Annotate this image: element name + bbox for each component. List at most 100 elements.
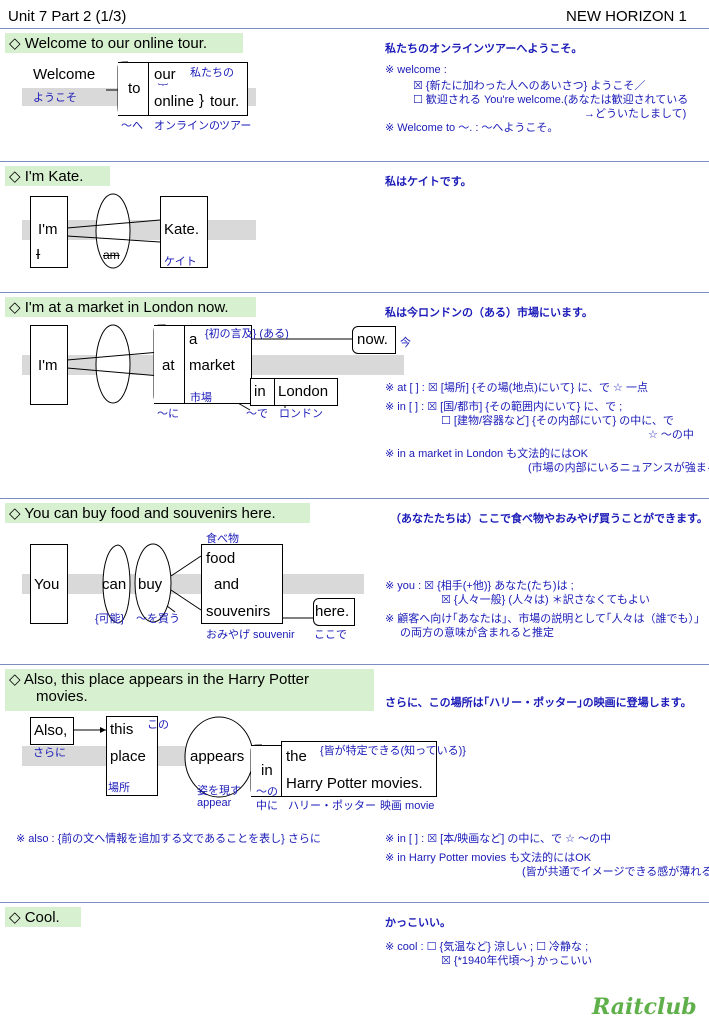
word-am-struck: am: [103, 248, 120, 262]
word-food: food: [206, 550, 236, 567]
translation: さらに、この場所は｢ハリー・ポッター｣の映画に登場します。: [385, 697, 692, 709]
translation: （あなたたちは）ここで食べ物やおみやげ買うことができます。: [390, 513, 708, 525]
object-box: [281, 741, 437, 797]
section-title: ◇ Welcome to our online tour.: [5, 33, 243, 53]
section-title: ◇ I'm at a market in London now.: [5, 297, 256, 317]
divider: [0, 498, 709, 499]
gloss-london: ロンドン: [279, 408, 323, 420]
gloss-kau: 〜を買う: [136, 613, 180, 625]
word-now: now.: [357, 331, 388, 348]
gloss-kate: ケイト: [164, 256, 197, 268]
word-appears: appears: [190, 748, 245, 765]
header-right: NEW HORIZON 1: [566, 8, 687, 25]
gloss-sarani: さらに: [33, 747, 66, 759]
word-place: place: [110, 748, 146, 765]
note-line: (市場の内部にいるニュアンスが強まる): [528, 462, 709, 474]
divider: [0, 664, 709, 665]
gloss-nakani: 中に: [256, 800, 278, 812]
section-title: ◇ I'm Kate.: [5, 166, 110, 186]
gloss-kanou: {可能}: [95, 613, 125, 625]
object-box: [201, 544, 283, 624]
word-movies: Harry Potter movies.: [286, 775, 423, 792]
subject-box: [30, 325, 68, 405]
gloss-kono: この: [147, 719, 169, 731]
gloss-arawasu: 姿を現す: [197, 785, 241, 797]
note-line: ※ in a market in London も文法的にはOK: [385, 448, 589, 460]
note-line: →どういたしまして): [584, 108, 687, 120]
gloss-online: オンラインの: [154, 120, 220, 132]
subject-box: [30, 544, 68, 624]
word-i-struck: I: [36, 246, 41, 263]
gloss-eiga: 映画 movie: [380, 800, 435, 812]
note-line: ☒ {人々一般} (人々は) ＊訳さなくてもよい: [441, 594, 650, 606]
note-line: (皆が共通でイメージできる感が薄れる): [522, 866, 709, 878]
gloss-appear: appear: [197, 797, 232, 809]
word-here: here.: [315, 603, 350, 620]
section-title-cont: movies.: [36, 688, 88, 705]
gloss-tabemono: 食べ物: [206, 533, 239, 545]
word-this: this: [110, 721, 134, 738]
note-line: の両方の意味が含まれると推定: [400, 627, 554, 639]
word-can: can: [102, 576, 127, 593]
word-welcome: Welcome: [33, 66, 96, 83]
gloss-omiyage: おみやげ souvenir: [206, 629, 295, 641]
note-line: ☒ {新たに加わった人へのあいさつ} ようこそ／: [413, 80, 646, 92]
word-also: Also,: [34, 722, 68, 739]
gloss-watashitachi: 私たちの: [190, 67, 234, 79]
note-line: ☐ 歓迎される You're welcome.(あなたは歓迎されている: [413, 94, 689, 106]
section-title: ◇ Cool.: [5, 907, 81, 927]
note-line: ※ cool : ☐ {気温など} 涼しい ; ☐ 冷静な ;: [385, 941, 589, 953]
word-buy: buy: [138, 576, 163, 593]
subject-box: [30, 196, 68, 268]
adverb-box: [313, 598, 355, 626]
translation: 私はケイトです。: [385, 176, 472, 188]
brace-right: }: [199, 92, 205, 109]
word-in: in: [254, 383, 266, 400]
word-a: a: [189, 331, 198, 348]
note-line: ☐ [建物/容器など] {その内部にいて} の中に、で: [441, 415, 674, 427]
divider: [0, 902, 709, 903]
gloss-ima: 今: [400, 337, 411, 349]
header-left: Unit 7 Part 2 (1/3): [8, 8, 127, 25]
word-in: in: [261, 762, 273, 779]
word-to: to: [128, 80, 141, 97]
note-line: ※ you : ☒ {相手(+他)} あなた(たち)は ;: [385, 580, 574, 592]
prep-box: [118, 62, 149, 116]
object-box: [148, 62, 248, 116]
note-line: ※ in [ ] : ☒ [国/都市] {その範囲内にいて} に、で ;: [385, 401, 623, 413]
divider: [0, 292, 709, 293]
word-our: our: [154, 66, 176, 83]
adverb-box: [352, 326, 396, 354]
divider: [0, 28, 709, 29]
gloss-specific: {皆が特定できる(知っている)}: [320, 745, 466, 757]
note-line: ※ Welcome to 〜. : 〜へようこそ。: [385, 122, 559, 134]
note-line: ※ in [ ] : ☒ [本/映画など] の中に、で ☆ 〜の中: [385, 833, 612, 845]
gloss-ichiba: 市場: [190, 392, 212, 404]
gloss-kokode: ここで: [314, 629, 347, 641]
complement-box: [160, 196, 208, 268]
gloss-ni: 〜に: [157, 408, 179, 420]
prep-box-in: [250, 378, 276, 406]
gloss-first: {初の言及} (ある): [205, 328, 289, 340]
section-title: ◇ You can buy food and souvenirs here.: [5, 503, 310, 523]
gloss-de: 〜で: [246, 408, 268, 420]
word-online: online: [154, 93, 195, 110]
note-line: ※ at [ ] : ☒ [場所] {その場(地点)にいて} に、で ☆ 一点: [385, 382, 648, 394]
word-im: I'm: [38, 357, 58, 374]
note-line: ☒ {*1940年代頃〜} かっこいい: [441, 955, 593, 967]
word-at: at: [162, 357, 175, 374]
word-and: and: [214, 576, 240, 593]
word-kate: Kate.: [164, 221, 200, 238]
also-box: [30, 717, 74, 745]
word-you: You: [34, 576, 60, 593]
note-line: ☆ 〜の中: [648, 429, 694, 441]
left-note: ※ also : {前の文へ情報を追加する文であることを表し} さらに: [16, 833, 321, 845]
gloss-basho: 場所: [108, 782, 130, 794]
brand-logo: Raitclub: [592, 994, 697, 1020]
gloss-no: 〜の: [256, 786, 278, 798]
word-london: London: [278, 383, 329, 400]
translation: 私たちのオンラインツアーへようこそ。: [385, 43, 583, 55]
section-title-box: ◇ Also, this place appears in the Harry …: [5, 669, 374, 711]
